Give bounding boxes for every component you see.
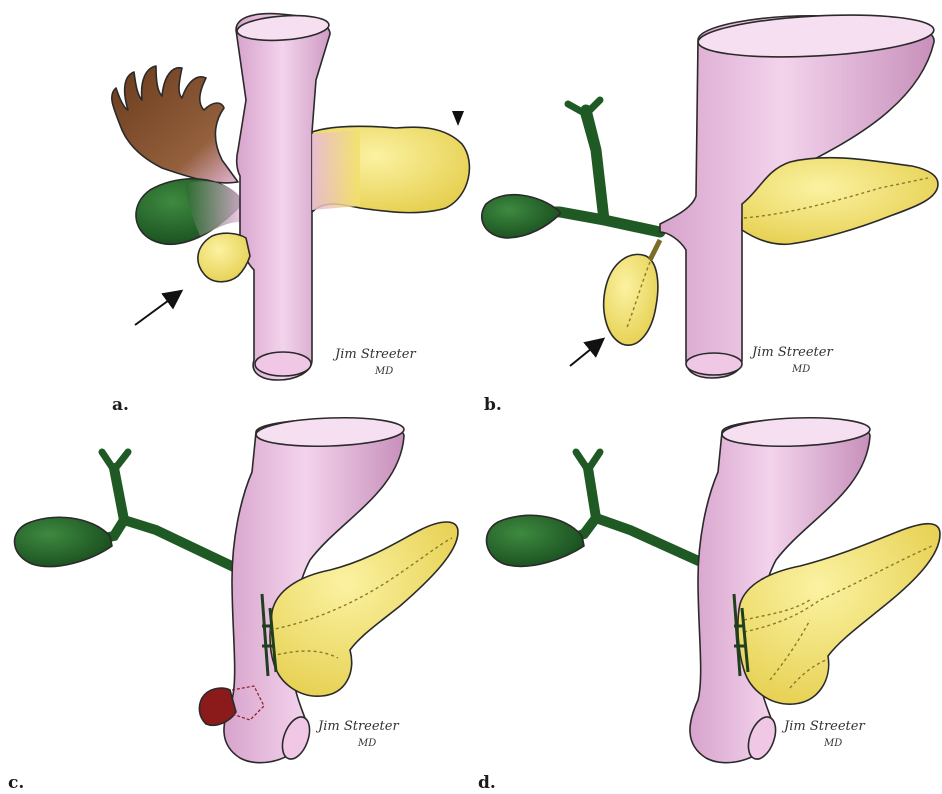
panel-label: b. — [484, 395, 502, 415]
ventral-stalk — [650, 240, 660, 260]
gallbladder — [15, 517, 112, 566]
signature-suffix: MD — [374, 366, 393, 377]
arrow-pointer-icon — [135, 292, 180, 325]
panel-d: Jim Streeter MD d. — [478, 415, 940, 793]
panel-label: c. — [8, 773, 24, 793]
gut-tube-bottom-opening — [686, 353, 742, 375]
signature: Jim Streeter — [315, 719, 399, 734]
ventral-pancreas — [604, 254, 658, 345]
signature: Jim Streeter — [749, 345, 833, 360]
signature-suffix: MD — [791, 364, 810, 375]
signature: Jim Streeter — [781, 719, 865, 734]
signature: Jim Streeter — [332, 347, 416, 362]
panel-b: Jim Streeter MD b. — [482, 10, 938, 415]
panel-a: Jim Streeter MD a. — [112, 13, 470, 415]
gut-tube-bottom-opening — [255, 352, 311, 376]
liver-bud — [112, 66, 238, 183]
panel-c: Jim Streeter MD c. — [8, 415, 458, 793]
signature-suffix: MD — [357, 738, 376, 749]
arrowhead-marker-icon — [452, 111, 464, 126]
ventral-pancreatic-bud — [198, 233, 250, 282]
dorsal-bud-blend — [312, 130, 360, 210]
gallbladder — [482, 195, 560, 238]
panel-label: d. — [478, 773, 496, 793]
gallbladder — [487, 515, 584, 566]
hepatic-duct-fork — [576, 452, 600, 470]
arrow-pointer-icon — [570, 340, 602, 366]
hepatic-duct-fork — [102, 452, 128, 470]
signature-suffix: MD — [823, 738, 842, 749]
panel-label: a. — [112, 395, 129, 415]
